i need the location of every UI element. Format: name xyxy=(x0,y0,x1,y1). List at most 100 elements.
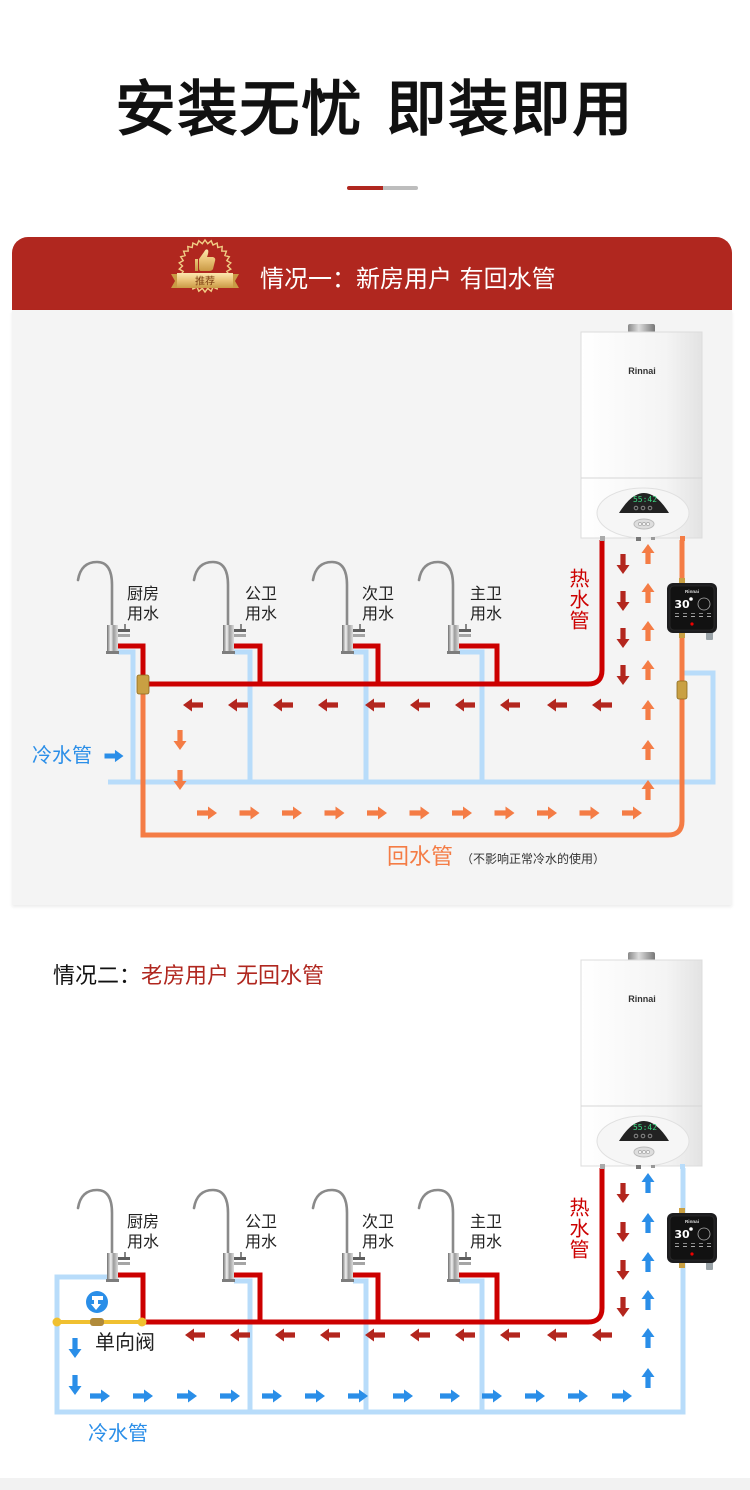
pump-indicator xyxy=(691,616,695,617)
display-screen xyxy=(619,493,669,513)
faucet-handle-lower xyxy=(118,634,130,637)
hot-water-main-pipe xyxy=(143,1168,605,1325)
faucet-handle-lower xyxy=(234,1262,246,1265)
fixture-label-public-bath: 公卫 用水 xyxy=(245,584,277,624)
faucet-body xyxy=(448,1253,459,1281)
faucet-body xyxy=(342,1253,353,1281)
faucet-lever xyxy=(124,1252,126,1257)
one-way-arrow-icon xyxy=(91,1296,103,1310)
hot-flow-arrow-left xyxy=(273,698,293,712)
case2-title: 情况二：老房用户 无回水管 xyxy=(53,962,324,992)
faucet-body xyxy=(448,625,459,653)
return-flow-arrow-right xyxy=(197,806,217,820)
faucet-icon xyxy=(76,1188,130,1282)
case1-faucets xyxy=(76,560,471,654)
check-valve-joint-left xyxy=(52,1317,62,1327)
cold-flow-arrow-right xyxy=(568,1389,588,1403)
fixture-label-line2: 用水 xyxy=(245,604,278,623)
return-pipe-note: （不影响正常冷水的使用） xyxy=(461,852,606,866)
return-pipe-label: 回水管 xyxy=(387,845,454,870)
fixture-label-line1: 厨房 xyxy=(127,1212,160,1231)
cold-branch-public-bath xyxy=(234,1278,253,1412)
pump-indicator xyxy=(683,613,687,614)
hot-flow-arrow-left xyxy=(228,698,248,712)
pump-indicator xyxy=(699,1246,703,1247)
badge-text: 推荐 xyxy=(195,275,215,288)
faucet-base xyxy=(341,651,354,654)
faucet-body xyxy=(342,625,353,653)
temperature-display: 55:42 xyxy=(633,1123,657,1132)
faucet-lever xyxy=(465,1252,467,1257)
hot-branch-second-bath xyxy=(353,1272,381,1322)
case2-faucets xyxy=(76,1188,471,1282)
cold-inlet-arrow-icon xyxy=(104,749,124,763)
fixture-label-line2: 用水 xyxy=(127,604,160,623)
fixture-label-master-bath: 主卫 用水 xyxy=(470,584,502,624)
fixture-label-line1: 主卫 xyxy=(470,1212,503,1231)
cold-flow-arrow-up xyxy=(641,1290,655,1310)
faucet-lever xyxy=(465,624,467,629)
cold-flow-arrow-right xyxy=(133,1389,153,1403)
hot-flow-arrow-left xyxy=(230,1328,250,1342)
hot-branch-public-bath xyxy=(234,1272,263,1322)
cold-flow-arrow-right xyxy=(177,1389,197,1403)
heater-brand-logo: Rinnai xyxy=(628,994,656,1004)
hot-flow-arrow-left xyxy=(547,1328,567,1342)
return-flow-arrow-right xyxy=(282,806,302,820)
knob-dot xyxy=(638,522,642,526)
pump-nozzle xyxy=(706,1261,713,1270)
hot-flow-arrow-down xyxy=(616,665,630,685)
pump-connector-top xyxy=(679,578,685,584)
hot-branch-kitchen xyxy=(118,1272,146,1322)
fixture-label-second-bath: 次卫 用水 xyxy=(362,1212,394,1252)
faucet-base xyxy=(341,1279,354,1282)
return-flow-arrow-up xyxy=(641,583,655,603)
cold-branch-second-bath xyxy=(353,649,369,782)
return-flow-arrow-right xyxy=(324,806,345,820)
fixture-label-line2: 用水 xyxy=(470,1232,503,1251)
hot-flow-arrow-down xyxy=(616,628,630,648)
case2-flow-arrows xyxy=(68,1173,655,1403)
cold-pipe-label: 冷水管 xyxy=(32,743,92,767)
title-divider-accent xyxy=(347,186,383,190)
panel-button-icon xyxy=(647,1133,653,1139)
hot-branch-master-bath xyxy=(459,1272,500,1322)
fixture-label-line2: 用水 xyxy=(127,1232,160,1251)
recommended-badge: 推荐 xyxy=(171,238,239,294)
fixture-label-line1: 厨房 xyxy=(127,584,160,603)
return-flow-arrow-up xyxy=(641,740,655,760)
cold-flow-arrow-right xyxy=(220,1389,240,1403)
case1-hot-pipes xyxy=(118,540,605,687)
pump-indicator xyxy=(675,613,679,614)
pump-brand-logo: Rinnai xyxy=(685,589,699,594)
flue-vent xyxy=(628,952,655,961)
return-flow-arrow-right xyxy=(452,806,472,820)
fixture-label-line2: 用水 xyxy=(362,1232,395,1251)
case1-title: 情况一：新房用户 有回水管 xyxy=(260,265,556,293)
fixture-label-line1: 公卫 xyxy=(245,584,278,603)
pump-face xyxy=(669,1215,715,1261)
cold-branch-second-bath xyxy=(353,1278,369,1412)
check-valve-joint-right xyxy=(137,1317,147,1327)
pump-face xyxy=(669,585,715,631)
pump-temperature-display: 30 xyxy=(674,1228,690,1241)
hot-flow-arrow-left xyxy=(410,1328,430,1342)
return-flow-arrow-up xyxy=(641,660,655,680)
cold-flow-arrow-right xyxy=(305,1389,325,1403)
faucet-icon xyxy=(417,560,471,654)
pump-indicator xyxy=(699,616,703,617)
fixture-label-public-bath: 公卫 用水 xyxy=(245,1212,277,1252)
check-valve-body xyxy=(90,1318,104,1326)
cold-flow-arrow-right xyxy=(482,1389,502,1403)
faucet-spout xyxy=(417,1188,455,1255)
check-valve-label: 单向阀 xyxy=(95,1330,155,1354)
cold-flow-arrow-up xyxy=(641,1252,655,1272)
return-flow-arrow-down xyxy=(173,730,187,750)
pump-indicator xyxy=(699,613,703,614)
faucet-icon xyxy=(417,1188,471,1282)
hot-flow-arrow-left xyxy=(365,698,385,712)
pump-indicator xyxy=(675,1243,679,1244)
cold-flow-arrow-right xyxy=(440,1389,460,1403)
